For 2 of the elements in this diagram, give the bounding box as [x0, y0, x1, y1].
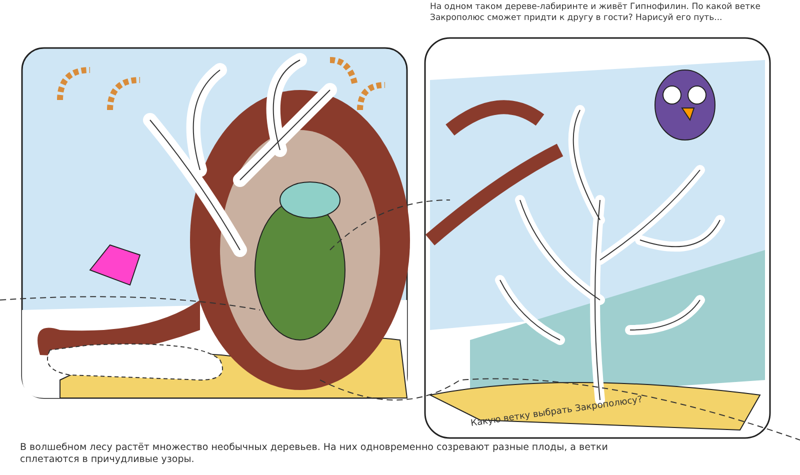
intro-text: В волшебном лесу растёт множество необычных деревьев. На них одновременно созревают разные плоды, а ветки сплетаются в причудливые узоры. [20, 442, 609, 466]
instruction-text: На одном таком дереве-лабиринте и живёт Гипнофилин. По какой ветке Закрополюс сможет придти к другу в гости? Нарисуй его путь... [430, 2, 762, 24]
